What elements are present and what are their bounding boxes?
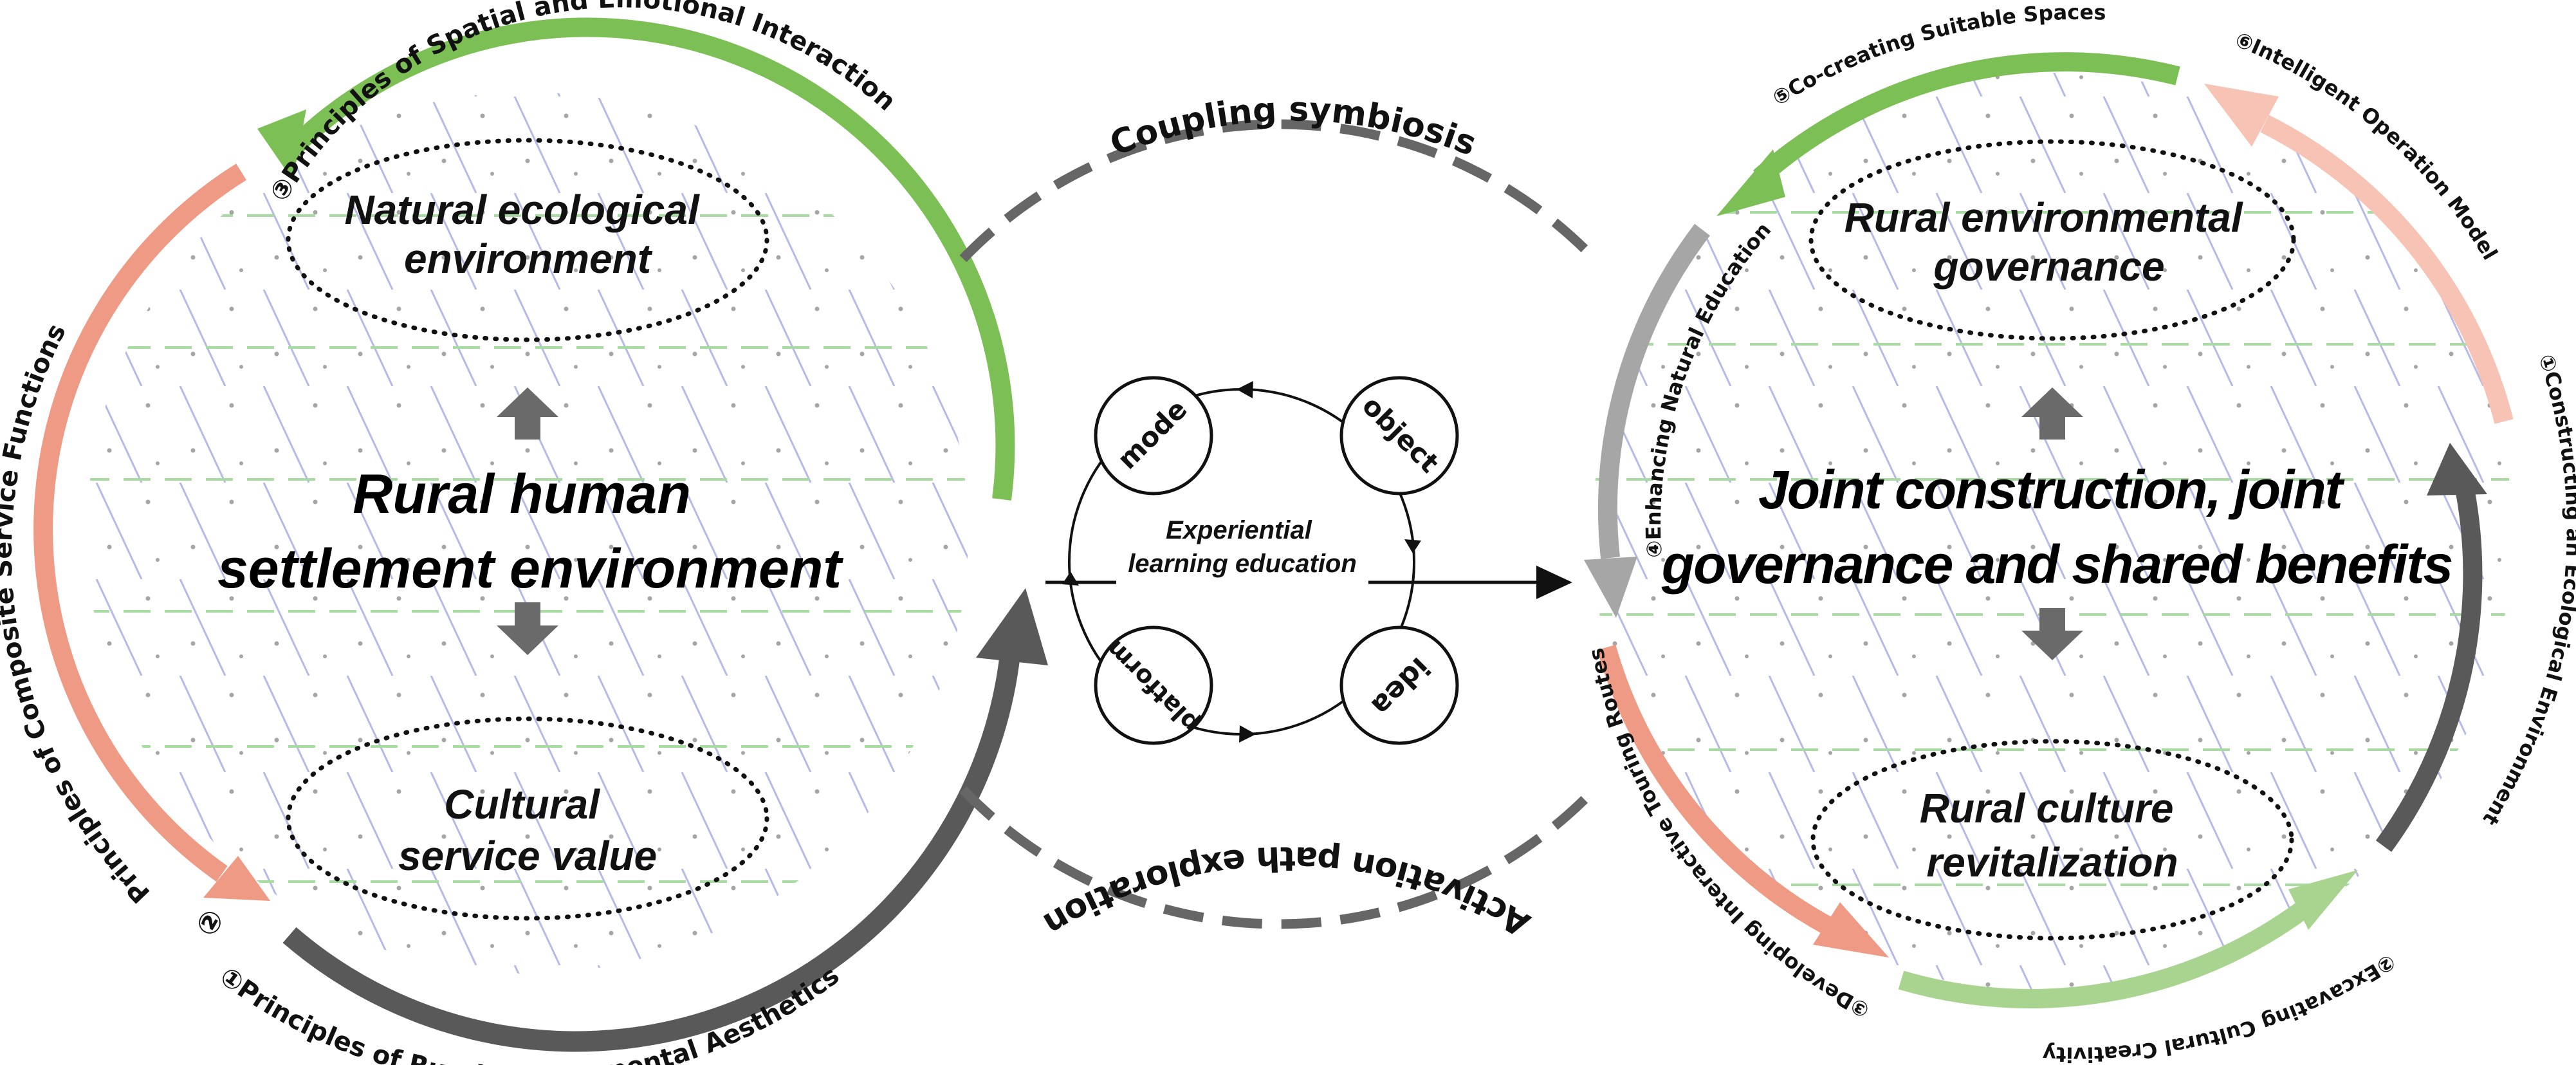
cycle-arrow-left (1062, 571, 1079, 586)
right-bottom-ellipse (1810, 739, 2294, 941)
right-arc-three-arrowhead (1813, 902, 1889, 958)
cycle-arrow-top (1237, 381, 1253, 398)
left-salmon-number-badge: ② (189, 903, 231, 943)
right-down-arrow (2021, 608, 2083, 660)
node-mode: mode (1094, 376, 1213, 495)
right-top-ellipse-text: Rural environmental governance (1845, 194, 2254, 290)
right-arc-four (1598, 223, 1710, 559)
left-bottom-ellipse (286, 716, 769, 921)
right-arc-two-arrowhead (2288, 870, 2358, 930)
left-bottom-ellipse-text: Cultural service value (398, 781, 657, 879)
center-area: Coupling symbiosis Activation path explo… (959, 90, 1598, 943)
right-arc-three (1597, 644, 1834, 936)
coupling-dashed-arc (959, 119, 1598, 263)
node-object: object (1339, 376, 1459, 495)
right-top-ellipse (1808, 139, 2296, 341)
cycle-center-backdrop (1116, 510, 1368, 584)
cycle-arrow-bottom (1239, 725, 1256, 743)
right-arc-one (2375, 490, 2483, 852)
right-arc-six (2260, 115, 2514, 424)
node-platform: platform (1094, 625, 1213, 745)
main-horizontal-arrowhead (1536, 566, 1572, 599)
right-bottom-ellipse-text: Rural culture revitalization (1920, 785, 2185, 885)
right-arc-one-arrowhead (2427, 443, 2487, 495)
svg-text:②: ② (189, 903, 231, 943)
left-salmon-arrowhead (203, 856, 270, 901)
right-center-text: Joint construction, joint governance and… (1661, 459, 2452, 595)
node-idea: idea (1339, 625, 1459, 745)
left-top-ellipse-text: Natural ecological environment (344, 187, 710, 282)
cycle-center-text: Experiential learning education (1128, 516, 1357, 578)
right-arc-five-arrowhead (1716, 149, 1785, 216)
left-down-arrow (497, 602, 558, 655)
left-up-arrow (497, 387, 558, 440)
left-salmon-arc (33, 163, 246, 882)
left-top-ellipse (286, 138, 769, 342)
left-green-arc (275, 17, 1015, 501)
left-center-text: Rural human settlement environment (217, 463, 843, 600)
cycle-arrow-right (1404, 539, 1421, 553)
right-arc-four-arrowhead (1584, 557, 1637, 618)
left-gray-arrowhead (976, 588, 1048, 665)
right-up-arrow (2021, 387, 2083, 440)
activation-dashed-arc (959, 786, 1598, 929)
right-arc-six-arrowhead (2204, 84, 2279, 147)
right-arc-five (1753, 52, 2180, 185)
left-green-arrowhead (257, 109, 306, 180)
right-arc-two (1898, 901, 2309, 1008)
